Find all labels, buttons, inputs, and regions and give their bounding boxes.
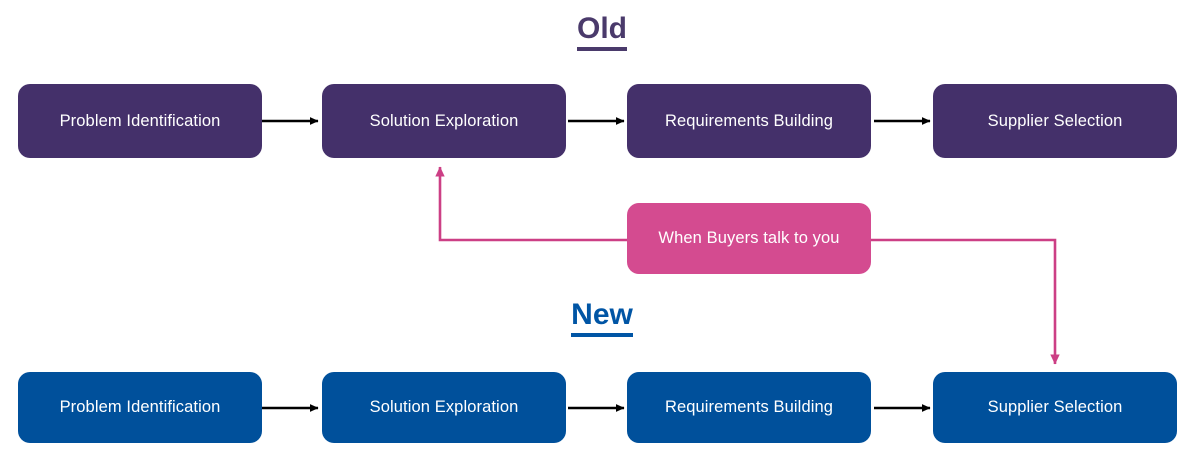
old-step-problem-identification[interactable]: Problem Identification [18, 84, 262, 158]
new-step-requirements-building[interactable]: Requirements Building [627, 372, 871, 443]
new-step-solution-exploration[interactable]: Solution Exploration [322, 372, 566, 443]
connector-callout-to-old-solution-exploration [435, 166, 627, 242]
new-step-1-label: Problem Identification [59, 398, 221, 416]
section-title-new-text: New [571, 300, 633, 337]
callout-label: When Buyers talk to you [658, 229, 840, 247]
old-step-solution-exploration[interactable]: Solution Exploration [322, 84, 566, 158]
section-title-old: Old [0, 14, 1204, 51]
old-step-3-label: Requirements Building [664, 111, 834, 130]
old-step-supplier-selection[interactable]: Supplier Selection [933, 84, 1177, 158]
callout-when-buyers-talk-to-you[interactable]: When Buyers talk to you [627, 203, 871, 274]
old-step-4-label: Supplier Selection [987, 111, 1123, 130]
old-step-1-label: Problem Identification [59, 111, 221, 130]
new-step-problem-identification[interactable]: Problem Identification [18, 372, 262, 443]
section-title-old-text: Old [577, 14, 627, 51]
new-step-2-label: Solution Exploration [369, 398, 519, 416]
new-step-supplier-selection[interactable]: Supplier Selection [933, 372, 1177, 443]
new-step-4-label: Supplier Selection [987, 398, 1123, 416]
new-step-3-label: Requirements Building [664, 398, 834, 416]
old-step-2-label: Solution Exploration [369, 111, 519, 130]
section-title-new: New [0, 300, 1204, 337]
old-step-requirements-building[interactable]: Requirements Building [627, 84, 871, 158]
